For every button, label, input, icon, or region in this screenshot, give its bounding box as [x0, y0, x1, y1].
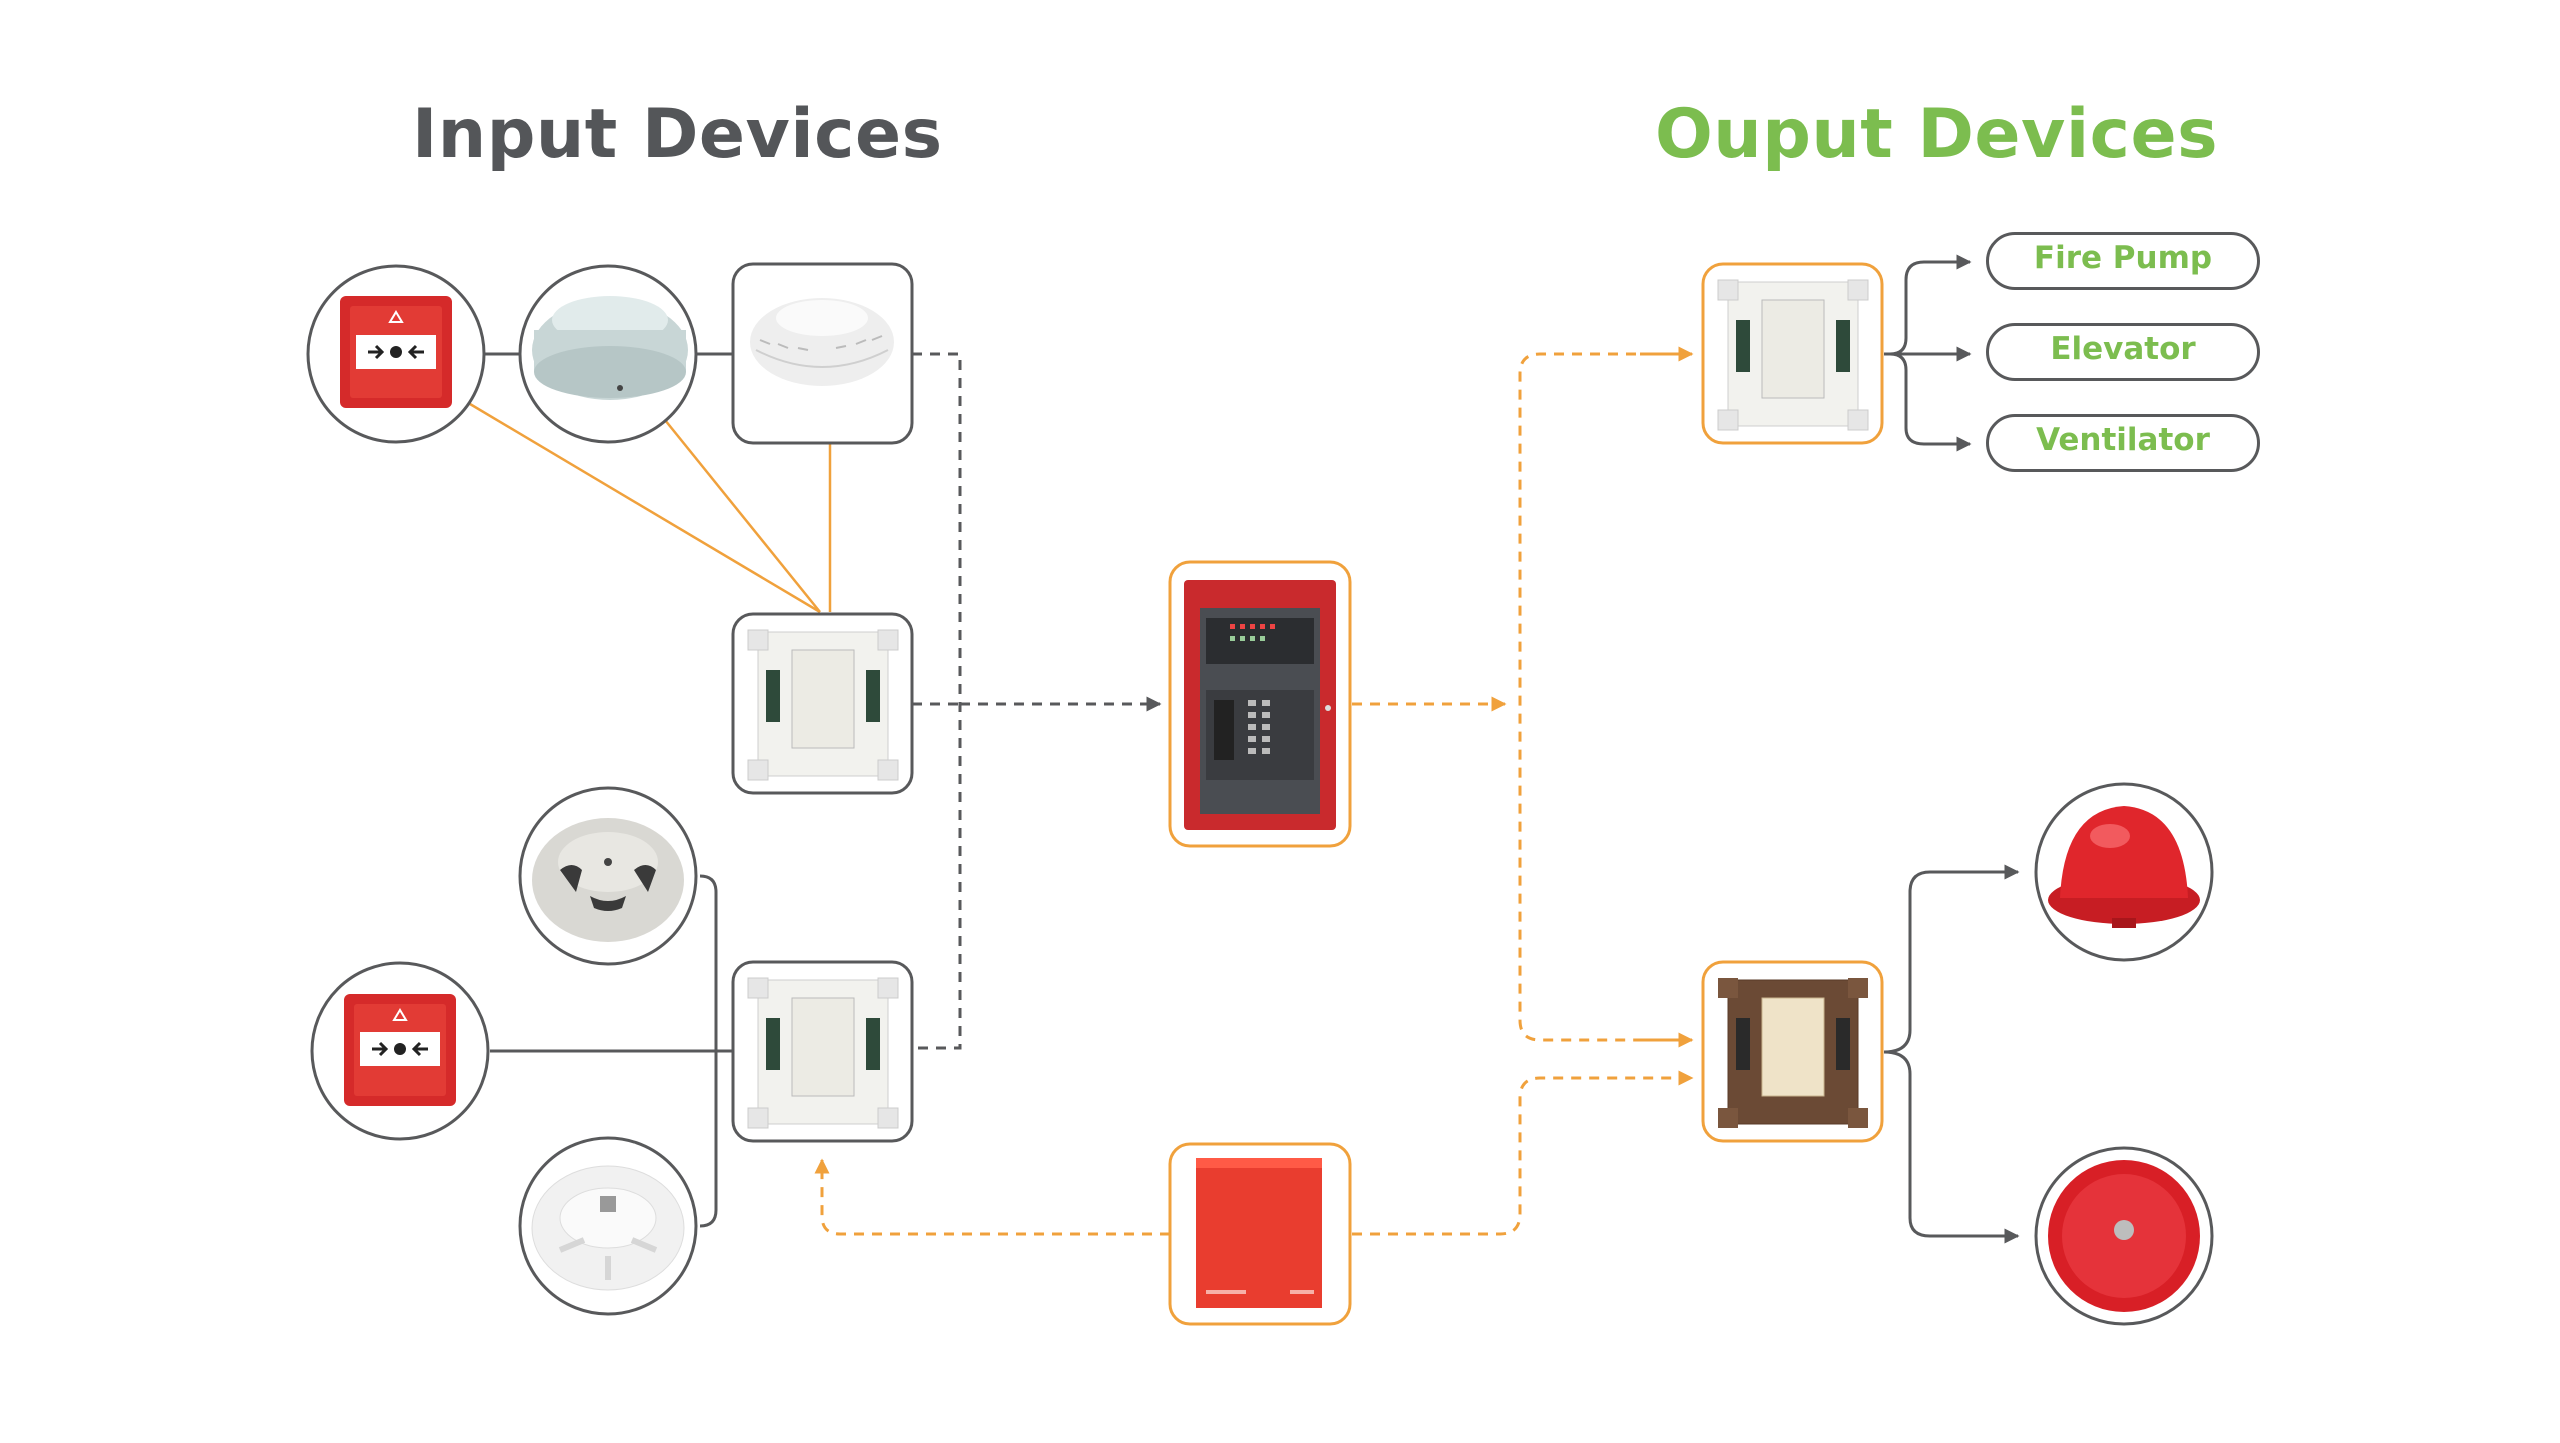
strobe-light: [2034, 782, 2214, 962]
call-point-icon: [390, 346, 402, 358]
heat-detector-top: [518, 264, 698, 444]
target-elevator: Elevator: [1986, 323, 2260, 381]
relay-to-bell: [1883, 1050, 2020, 1244]
target-fire-pump: Fire Pump: [1986, 232, 2260, 290]
heat-detector-bottom: [518, 1136, 698, 1316]
target-label: Elevator: [2050, 331, 2196, 367]
module-to-ventilator: [1889, 352, 1972, 452]
target-ventilator: Ventilator: [1986, 414, 2260, 472]
wire-heat-detector-to-module: [664, 419, 821, 613]
relay-module: [1701, 960, 1884, 1143]
trunk-to-control-module: [1518, 352, 1690, 1042]
bus-to-panel: [912, 352, 962, 1050]
power-to-monitor-module: [814, 1158, 1170, 1236]
output-devices-heading: Ouput Devices: [1655, 95, 2219, 174]
connectors: [469, 254, 2020, 1244]
module-to-targets: [1884, 254, 1972, 356]
control-module: [1701, 262, 1884, 445]
manual-call-point-top: [306, 264, 486, 444]
manual-call-point-bottom: [310, 961, 490, 1141]
monitor-module-top: [731, 612, 914, 795]
photo-smoke-detector: [518, 786, 698, 966]
input-devices-heading: Input Devices: [412, 95, 943, 174]
target-label: Fire Pump: [2033, 240, 2213, 276]
smoke-detector-top: [731, 262, 914, 445]
power-supply: [1168, 1142, 1352, 1326]
fire-alarm-control-panel: [1168, 560, 1352, 848]
target-label: Ventilator: [2036, 422, 2210, 458]
power-to-relay-module: [1352, 1070, 1694, 1236]
wire-call-point-to-module: [469, 402, 821, 614]
alarm-bell: [2034, 1146, 2214, 1326]
relay-to-strobe: [1883, 864, 2020, 1054]
monitor-module-bottom: [731, 960, 914, 1143]
